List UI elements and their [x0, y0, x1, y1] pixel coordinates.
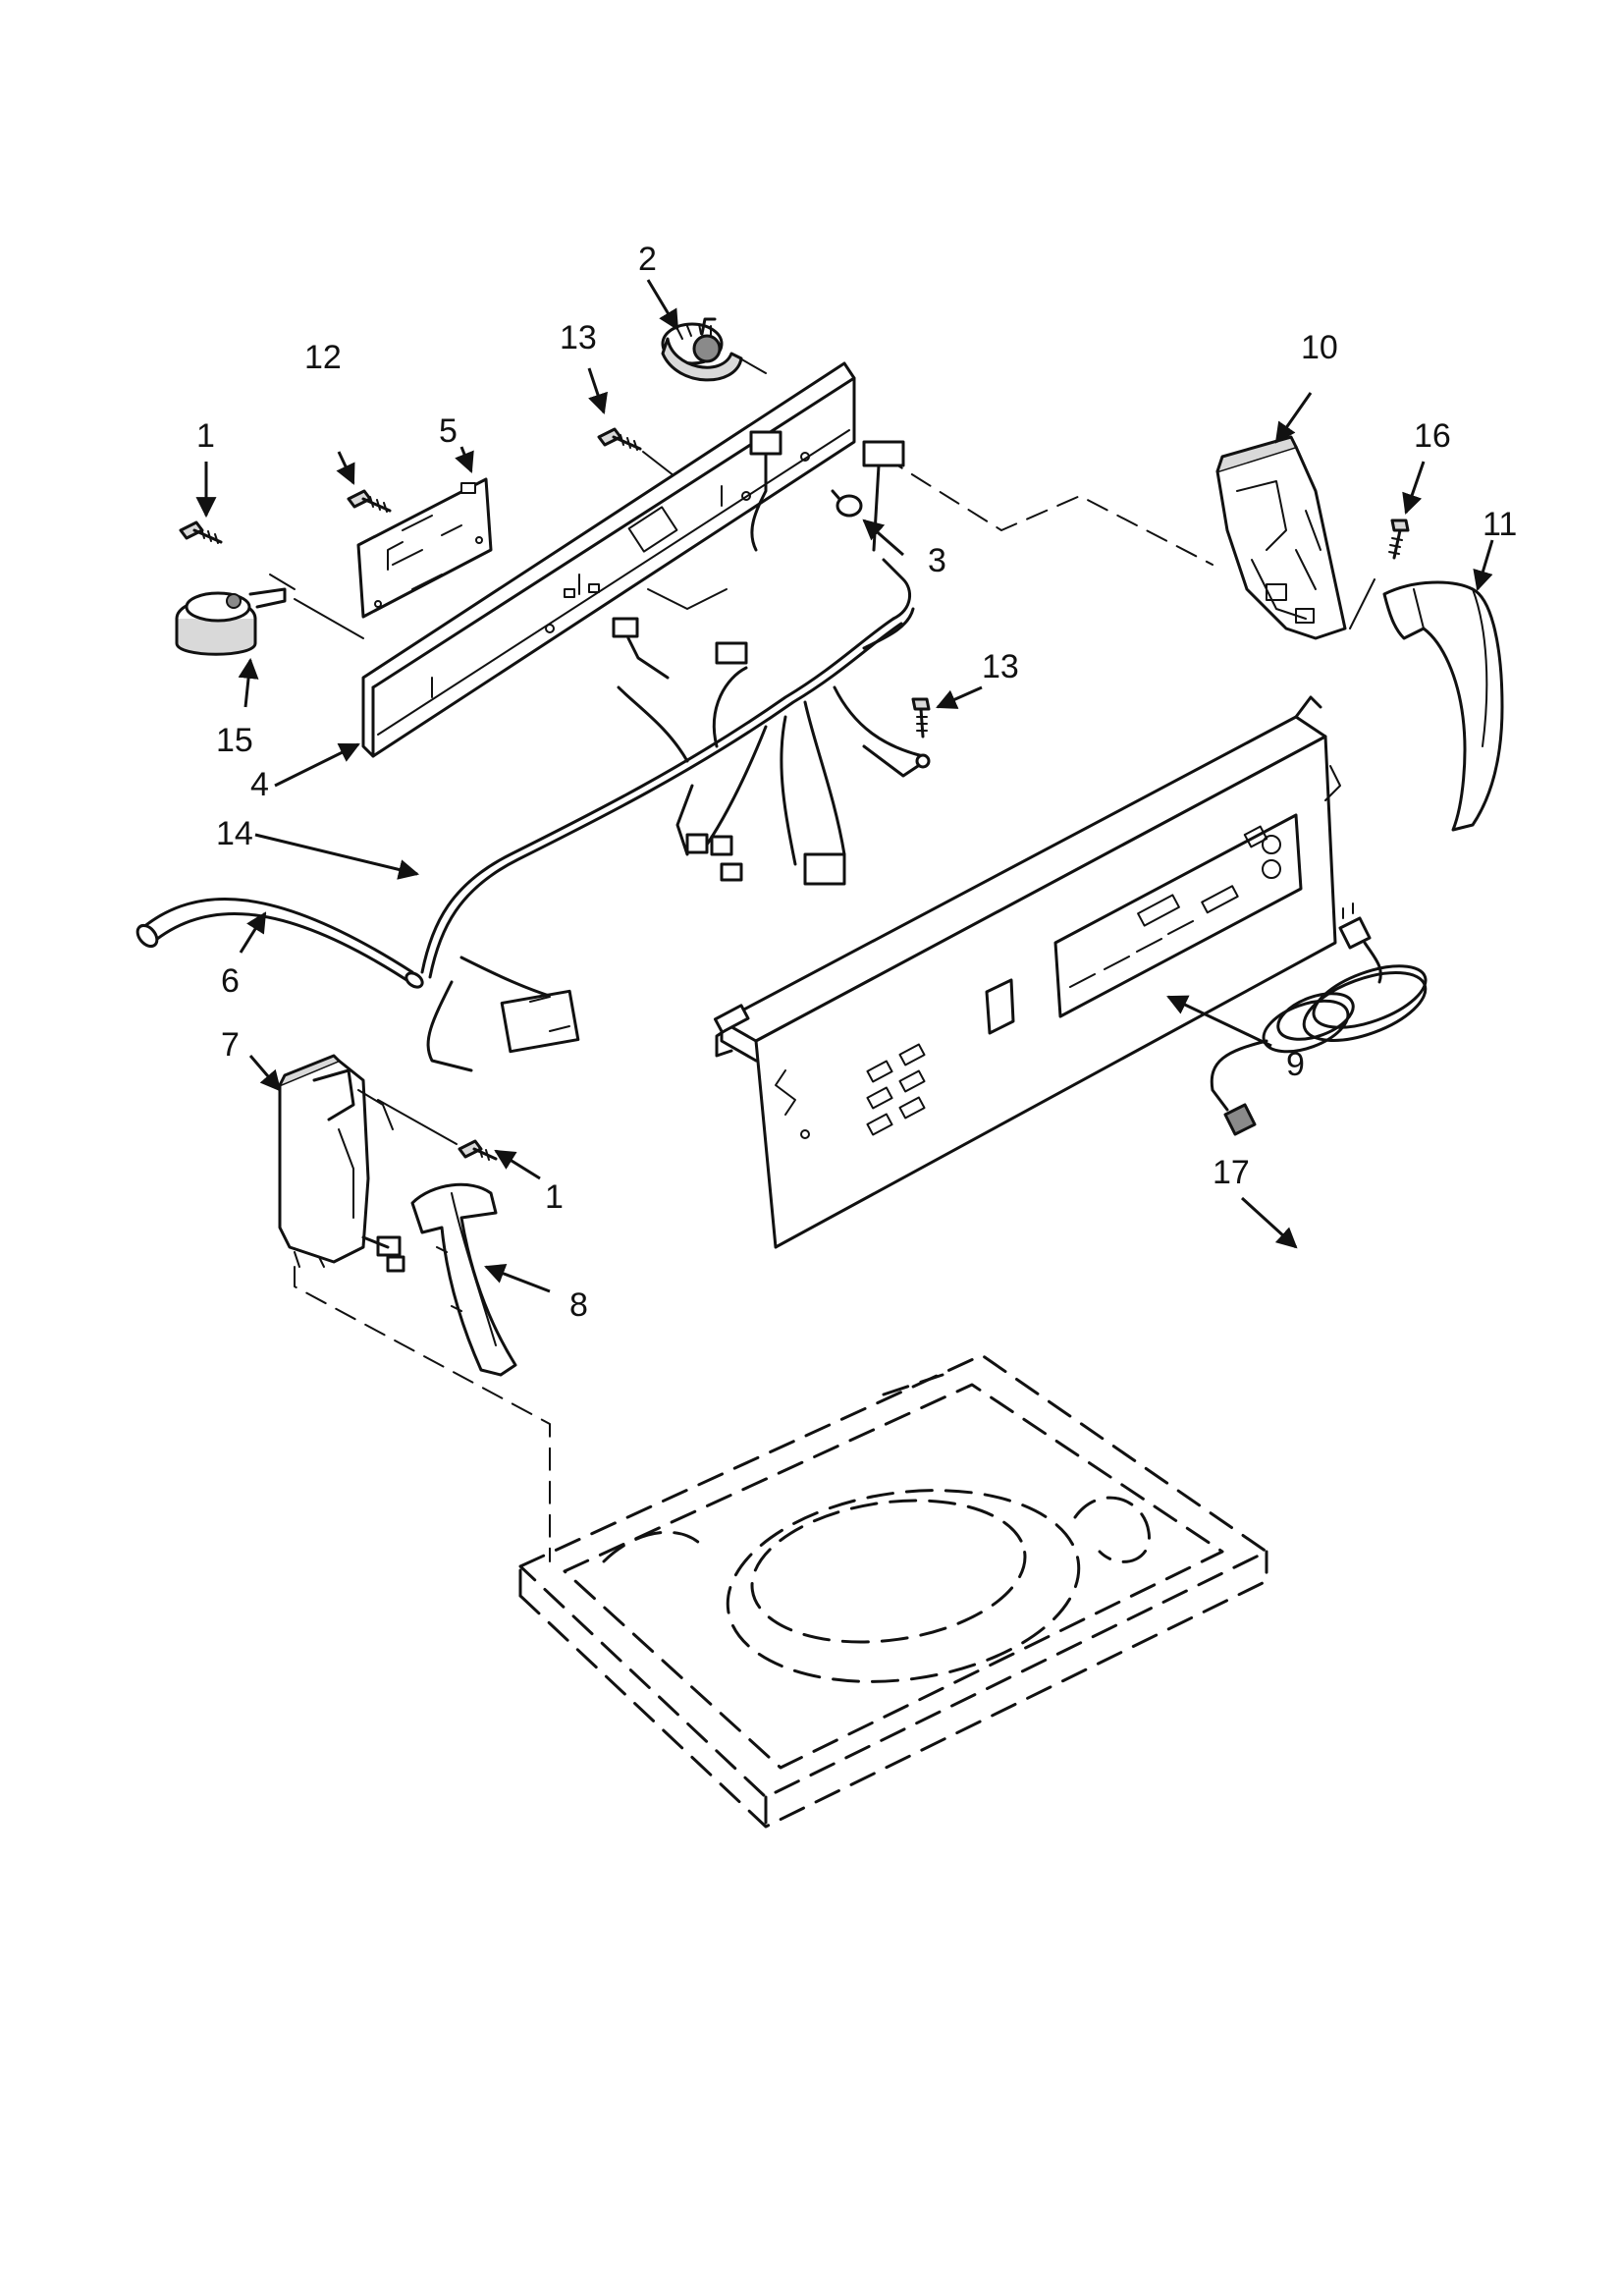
part-17-power-cord [1210, 902, 1428, 1136]
callout-4: 4 [250, 766, 269, 803]
part-3-clip [831, 489, 863, 518]
part-11-end-cap-cover [1382, 580, 1504, 832]
callout-3: 3 [928, 542, 946, 579]
part-12-screw [347, 489, 392, 513]
callout-2: 2 [638, 241, 657, 278]
part-15-selector-switch [175, 574, 364, 656]
part-7-end-cap-left [278, 1054, 405, 1273]
callout-1-upper: 1 [196, 417, 215, 455]
part-10-end-cap-right [1215, 435, 1347, 640]
callout-1-lower: 1 [545, 1178, 564, 1216]
callout-11: 11 [1483, 506, 1517, 543]
part-16-screw [1388, 519, 1410, 560]
part-1-screw-upper [179, 520, 223, 544]
part-9-console-panel [713, 695, 1341, 1249]
callout-15: 15 [216, 722, 253, 759]
assembly-guide-lines [294, 456, 1375, 1562]
callout-9: 9 [1286, 1046, 1305, 1083]
part-14-wire-harness [420, 430, 931, 1072]
washer-top-outline [518, 1353, 1268, 1829]
part-5-control-board [356, 477, 493, 619]
callout-6: 6 [221, 962, 240, 1000]
callout-5: 5 [439, 412, 458, 450]
callout-14: 14 [216, 815, 253, 852]
callout-13-lower: 13 [982, 648, 1019, 685]
part-13-screw-upper [597, 427, 688, 487]
part-6-hose [135, 898, 424, 989]
part-2-pressure-switch [661, 317, 767, 382]
part-4-console-bracket [361, 361, 856, 758]
callout-16: 16 [1414, 417, 1451, 455]
console-button-grid [866, 1043, 926, 1136]
callout-labels: 1 2 3 4 5 6 7 8 9 10 11 12 13 13 14 15 1… [196, 241, 1517, 1324]
callout-10: 10 [1301, 329, 1338, 366]
callout-7: 7 [221, 1026, 240, 1064]
callout-13-upper: 13 [560, 319, 597, 356]
callout-12: 12 [304, 339, 342, 376]
callout-8: 8 [569, 1286, 588, 1324]
part-1-screw-lower [377, 1099, 498, 1161]
part-8-end-cap-cover [410, 1182, 517, 1377]
callout-17: 17 [1213, 1154, 1250, 1191]
leader-arrows [195, 279, 1494, 1293]
part-13-screw-lower [911, 697, 931, 738]
